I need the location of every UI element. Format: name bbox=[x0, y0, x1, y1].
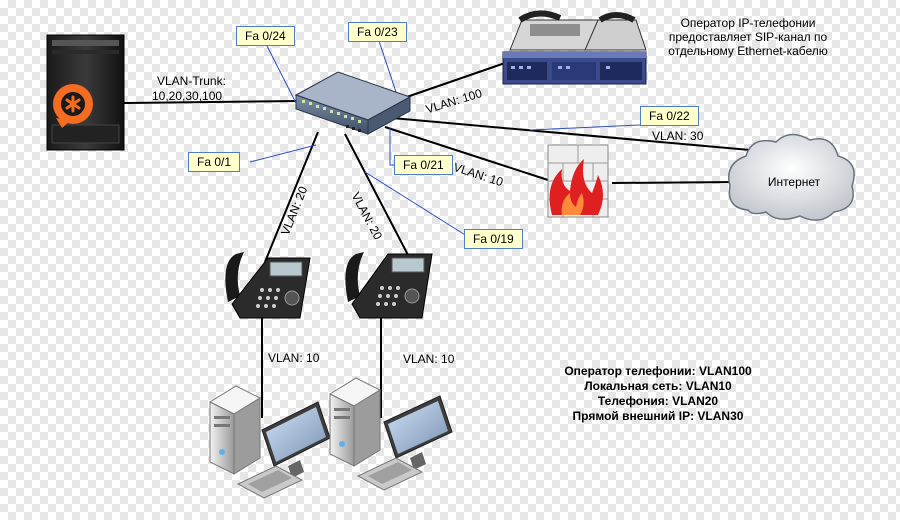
operator-note: Оператор IP-телефонии предоставляет SIP-… bbox=[656, 16, 840, 58]
ip-phone-icon bbox=[345, 252, 433, 319]
pointer-fa022 bbox=[529, 124, 641, 131]
legend-line-lan: Локальная сеть: VLAN10 bbox=[584, 379, 732, 393]
operator-note-line1: Оператор IP-телефонии bbox=[680, 16, 816, 30]
pointer-fa01 bbox=[249, 144, 317, 163]
operator-note-line2: предоставляет SIP-канал по bbox=[668, 30, 828, 44]
phone2-link bbox=[344, 133, 409, 256]
ip-phone-icon bbox=[225, 252, 311, 319]
port-label-fa022: Fa 0/22 bbox=[640, 106, 699, 126]
legend-line-external-ip: Прямой внешний IP: VLAN30 bbox=[572, 409, 744, 423]
phone1-link bbox=[264, 131, 319, 263]
port-label-fa024: Fa 0/24 bbox=[236, 26, 295, 46]
connection-lines bbox=[123, 62, 751, 418]
pc2-vlan-label: VLAN: 10 bbox=[403, 352, 455, 366]
operator-note-line3: отдельному Ethernet-кабелю bbox=[668, 44, 828, 58]
asterisk-server-icon bbox=[46, 34, 125, 151]
pbx-equipment-icon bbox=[502, 10, 647, 85]
trunk-label-line2: 10,20,30,100 bbox=[152, 89, 223, 103]
network-switch-icon bbox=[294, 71, 412, 135]
legend-line-telephony: Телефония: VLAN20 bbox=[597, 394, 719, 408]
pointer-fa024 bbox=[264, 41, 297, 104]
pointer-fa019 bbox=[364, 171, 471, 239]
internet-label: Интернет bbox=[767, 175, 821, 189]
operator-link bbox=[397, 62, 506, 101]
port-label-fa019: Fa 0/19 bbox=[464, 229, 523, 249]
port-label-fa023: Fa 0/23 bbox=[348, 22, 407, 42]
trunk-link bbox=[123, 100, 301, 104]
internet-link bbox=[391, 117, 751, 151]
workstation-icon bbox=[328, 377, 453, 491]
firewall-cloud-link bbox=[611, 181, 739, 184]
firewall-link bbox=[384, 126, 549, 181]
port-label-fa01: Fa 0/1 bbox=[188, 152, 241, 172]
pc1-vlan-label: VLAN: 10 bbox=[268, 351, 320, 365]
internet-cloud-icon bbox=[728, 133, 855, 221]
workstation-icon bbox=[208, 385, 331, 499]
firewall-icon bbox=[547, 144, 609, 218]
legend-line-operator: Оператор телефонии: VLAN100 bbox=[564, 364, 752, 378]
pointer-fa023 bbox=[377, 37, 399, 99]
vlan-legend: Оператор телефонии: VLAN100 Локальная се… bbox=[548, 364, 768, 424]
trunk-label-line1: VLAN-Trunk: bbox=[157, 74, 226, 88]
port-label-fa021: Fa 0/21 bbox=[394, 155, 453, 175]
internet-vlan-label: VLAN: 30 bbox=[652, 129, 704, 143]
